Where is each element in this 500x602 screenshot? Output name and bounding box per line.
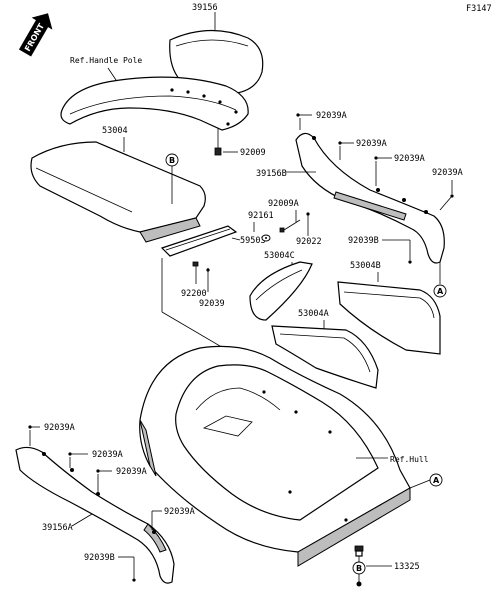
hull: [139, 345, 411, 567]
label-53004B: 53004B: [350, 261, 381, 271]
label-59503: 59503: [240, 236, 266, 246]
label-92039A-2: 92039A: [356, 139, 387, 149]
label-53004: 53004: [102, 126, 128, 136]
svg-text:A: A: [437, 287, 444, 296]
side-rail-39156A: [15, 446, 175, 584]
label-92039A-L3: 92039A: [116, 467, 147, 477]
svg-text:B: B: [169, 156, 175, 165]
label-92039A-4: 92039A: [432, 168, 463, 178]
label-handle-pole: Ref.Handle Pole: [70, 56, 142, 65]
pad-53004B: [337, 281, 441, 355]
clip-92200: [192, 261, 199, 284]
label-92039A-L1: 92039A: [44, 423, 75, 433]
label-ref-hull: Ref.Hull: [390, 455, 429, 464]
callout-a-lower: [429, 473, 443, 487]
washer-92161: [261, 234, 271, 242]
label-39156: 39156: [192, 3, 218, 13]
label-92022: 92022: [296, 237, 322, 247]
label-53004A: 53004A: [298, 309, 329, 319]
strip-59503: [160, 225, 238, 257]
bolt-92009: [214, 128, 222, 156]
cover-panel-53004: [30, 141, 206, 243]
label-92039A-L2: 92039A: [92, 450, 123, 460]
label-92009: 92009: [240, 148, 266, 158]
label-39156B: 39156B: [256, 169, 287, 179]
front-arrow-icon: FRONT: [18, 13, 53, 57]
label-92009A: 92009A: [268, 199, 299, 209]
figure-id: F3147: [466, 4, 492, 14]
bolt-92009A: [279, 219, 301, 233]
label-92039B-left: 92039B: [84, 553, 115, 563]
label-92039A-L4: 92039A: [164, 507, 195, 517]
handle-pole-cover: [60, 76, 249, 131]
side-rail-39156B: [295, 132, 445, 264]
pad-53004C: [249, 261, 313, 321]
label-39156A: 39156A: [42, 523, 73, 533]
pad-53004A: [271, 325, 379, 389]
label-92039B-right: 92039B: [348, 236, 379, 246]
svg-text:B: B: [356, 564, 362, 573]
label-92039A-1: 92039A: [316, 111, 347, 121]
label-92200: 92200: [181, 289, 207, 299]
plug-13325: [354, 545, 364, 557]
svg-text:A: A: [433, 476, 440, 485]
label-92161: 92161: [248, 211, 274, 221]
label-92039: 92039: [199, 299, 225, 309]
callout-a-right: [433, 284, 447, 298]
label-53004C: 53004C: [264, 251, 295, 261]
label-92039A-3: 92039A: [394, 154, 425, 164]
label-13325: 13325: [394, 562, 420, 572]
